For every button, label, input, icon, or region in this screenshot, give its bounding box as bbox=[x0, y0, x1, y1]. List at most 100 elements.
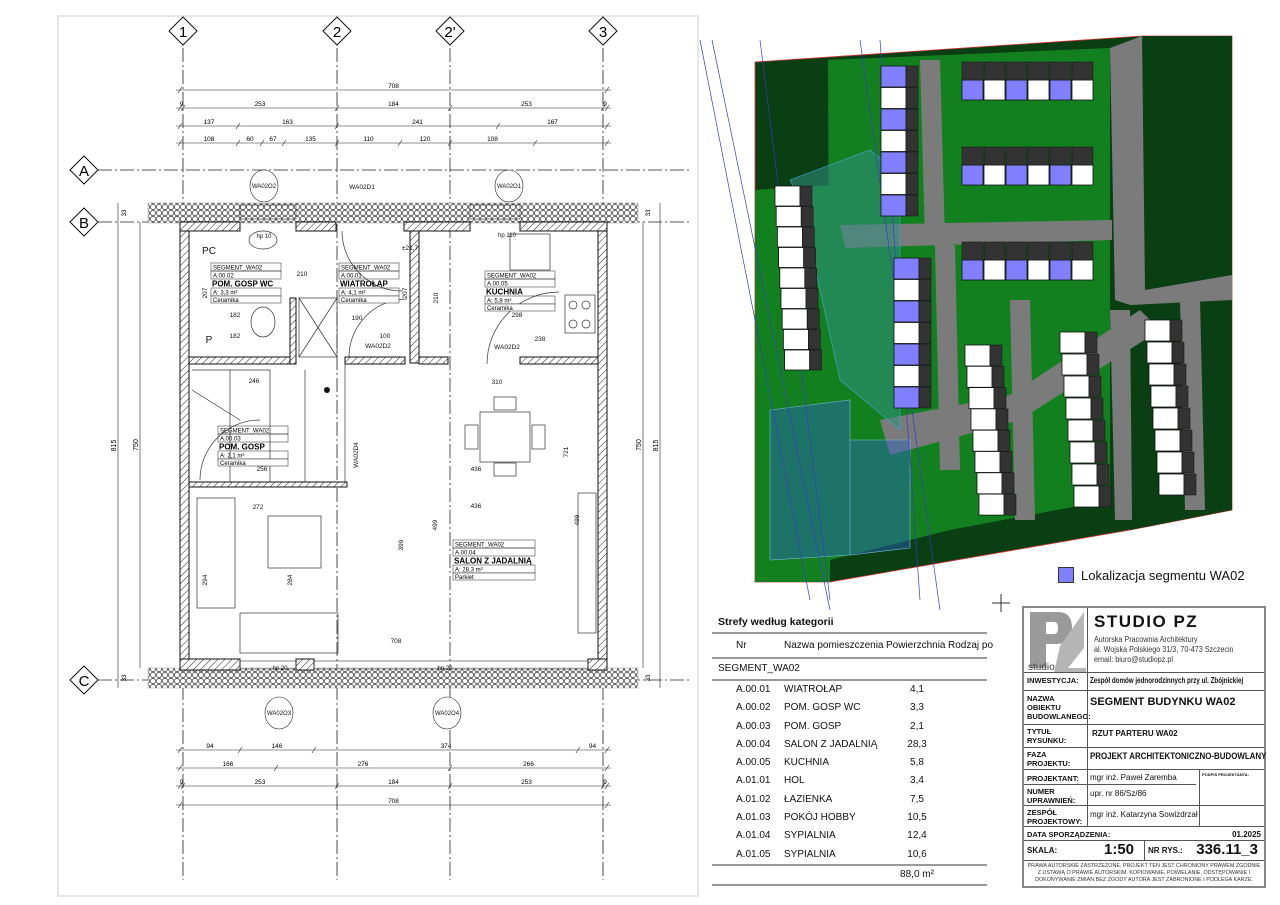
dim-tick bbox=[180, 782, 186, 790]
segment-unit-highlighted bbox=[893, 343, 920, 366]
survey-line bbox=[711, 39, 831, 611]
dim-top-value: 108 bbox=[204, 136, 215, 143]
room-number: A.00.02 bbox=[213, 274, 234, 280]
unit-garage bbox=[995, 408, 1009, 431]
room-segment: SEGMENT_WA02 bbox=[341, 266, 391, 272]
segment-unit bbox=[880, 173, 907, 195]
unit-garage bbox=[918, 386, 932, 409]
dim-bottom-value: 9 bbox=[603, 779, 607, 786]
numer-value: upr. nr 86/Sz/86 bbox=[1090, 789, 1147, 798]
unit-garage bbox=[1005, 241, 1028, 261]
unit-garage bbox=[1003, 493, 1017, 516]
room-name: POM. GOSP WC bbox=[212, 280, 273, 289]
dim-top-value: 137 bbox=[204, 119, 215, 126]
segment-unit bbox=[783, 329, 809, 350]
room-name: SYPIALNIA bbox=[784, 830, 836, 842]
obiekt-value: SEGMENT BUDYNKU WA02 bbox=[1090, 696, 1236, 708]
room-nr: A.00.03 bbox=[736, 720, 771, 732]
level-marker: ±21,7 bbox=[402, 245, 419, 252]
dim-top-value: 253 bbox=[255, 101, 266, 108]
unit-garage bbox=[989, 344, 1003, 367]
dim-top-value: 67 bbox=[269, 136, 277, 143]
unit-garage bbox=[905, 108, 919, 131]
dim-top-value: 253 bbox=[521, 101, 532, 108]
room-area: 28,3 bbox=[907, 738, 927, 750]
unit-garage bbox=[983, 61, 1006, 81]
sill-height: hp 20 bbox=[272, 666, 288, 672]
dim-tick bbox=[235, 122, 241, 130]
axis-marker-col: 2' bbox=[435, 16, 465, 46]
opening-tag: WA02O3 bbox=[264, 696, 294, 730]
road bbox=[1010, 300, 1035, 520]
header-nr: Nr bbox=[736, 640, 747, 651]
table-group: SEGMENT_WA02 bbox=[718, 663, 800, 674]
inner-dim-value: 708 bbox=[391, 638, 402, 645]
dim-offset: 33 bbox=[122, 209, 128, 216]
dim-tick bbox=[334, 122, 340, 130]
segment-unit-highlighted bbox=[1049, 164, 1072, 186]
zespol-value: mgr inż. Katarzyna Sowizdrzał bbox=[1090, 810, 1198, 819]
dim-tick bbox=[180, 104, 186, 112]
opening-label: WA02O2 bbox=[252, 184, 277, 190]
segment-unit bbox=[1071, 79, 1094, 101]
door-label: WA02D2 bbox=[494, 344, 520, 351]
dim-tick bbox=[177, 782, 183, 790]
room-floor: Ceramika bbox=[220, 461, 246, 467]
room-nr: A.00.05 bbox=[736, 757, 771, 769]
unit-garage bbox=[983, 146, 1006, 166]
unit-garage bbox=[993, 387, 1007, 409]
segment-unit bbox=[893, 322, 920, 344]
room-area: 10,6 bbox=[907, 848, 927, 860]
unit-garage bbox=[800, 206, 814, 227]
inner-dim-value: 294 bbox=[202, 574, 209, 585]
dim-tick bbox=[447, 782, 453, 790]
segment-unit-highlighted bbox=[1049, 259, 1072, 281]
dim-bottom-value: 184 bbox=[388, 779, 399, 786]
dim-tick bbox=[532, 139, 538, 147]
header-area: Powierzchnia bbox=[886, 640, 946, 651]
unit-garage bbox=[905, 173, 919, 195]
unit-garage bbox=[905, 65, 919, 88]
sill-height: hp 20 bbox=[437, 666, 453, 672]
room-nr: A.01.05 bbox=[736, 848, 771, 860]
studio-name: STUDIO PZ bbox=[1094, 612, 1199, 631]
opening-tag: WA02O4 bbox=[432, 696, 462, 730]
skala-value: 1:50 bbox=[1104, 841, 1135, 858]
room-floor: Ceramika bbox=[487, 306, 513, 312]
unit-garage bbox=[808, 329, 821, 350]
segment-unit bbox=[983, 259, 1006, 281]
studio-line1: Autorska Pracownia Architektury bbox=[1094, 635, 1198, 644]
room-area: A: 2,1 m² bbox=[220, 454, 244, 460]
unit-garage bbox=[799, 185, 813, 207]
door-label: WA02D1 bbox=[349, 184, 375, 191]
dim-tick bbox=[604, 782, 610, 790]
unit-garage bbox=[1098, 485, 1112, 508]
studio-email: email: biuro@studiopz.pl bbox=[1094, 655, 1173, 664]
segment-unit bbox=[779, 267, 806, 289]
dim-tick bbox=[237, 746, 243, 754]
segment-unit bbox=[1156, 451, 1183, 474]
axis-label: C bbox=[79, 673, 90, 690]
segment-unit bbox=[1065, 397, 1092, 420]
dim-bottom-value: 253 bbox=[521, 779, 532, 786]
unit-garage bbox=[1027, 241, 1050, 261]
room-nr: A.01.01 bbox=[736, 775, 771, 787]
segment-unit bbox=[978, 493, 1005, 516]
inner-dim-value: 182 bbox=[230, 333, 241, 340]
dim-bottom-value: 166 bbox=[223, 761, 234, 768]
segment-unit bbox=[1158, 473, 1185, 496]
room-floor: Ceramika bbox=[213, 298, 239, 304]
unit-garage bbox=[1005, 61, 1028, 81]
dim-side-value: 815 bbox=[111, 440, 118, 452]
unit-garage bbox=[1096, 463, 1110, 486]
dim-tick bbox=[334, 782, 340, 790]
unit-garage bbox=[905, 130, 919, 152]
road bbox=[920, 60, 945, 240]
unit-garage bbox=[997, 429, 1011, 452]
dim-top-value: 184 bbox=[388, 101, 399, 108]
unit-garage bbox=[918, 343, 932, 366]
unit-garage bbox=[1177, 407, 1191, 430]
room-nr: A.01.04 bbox=[736, 830, 771, 842]
